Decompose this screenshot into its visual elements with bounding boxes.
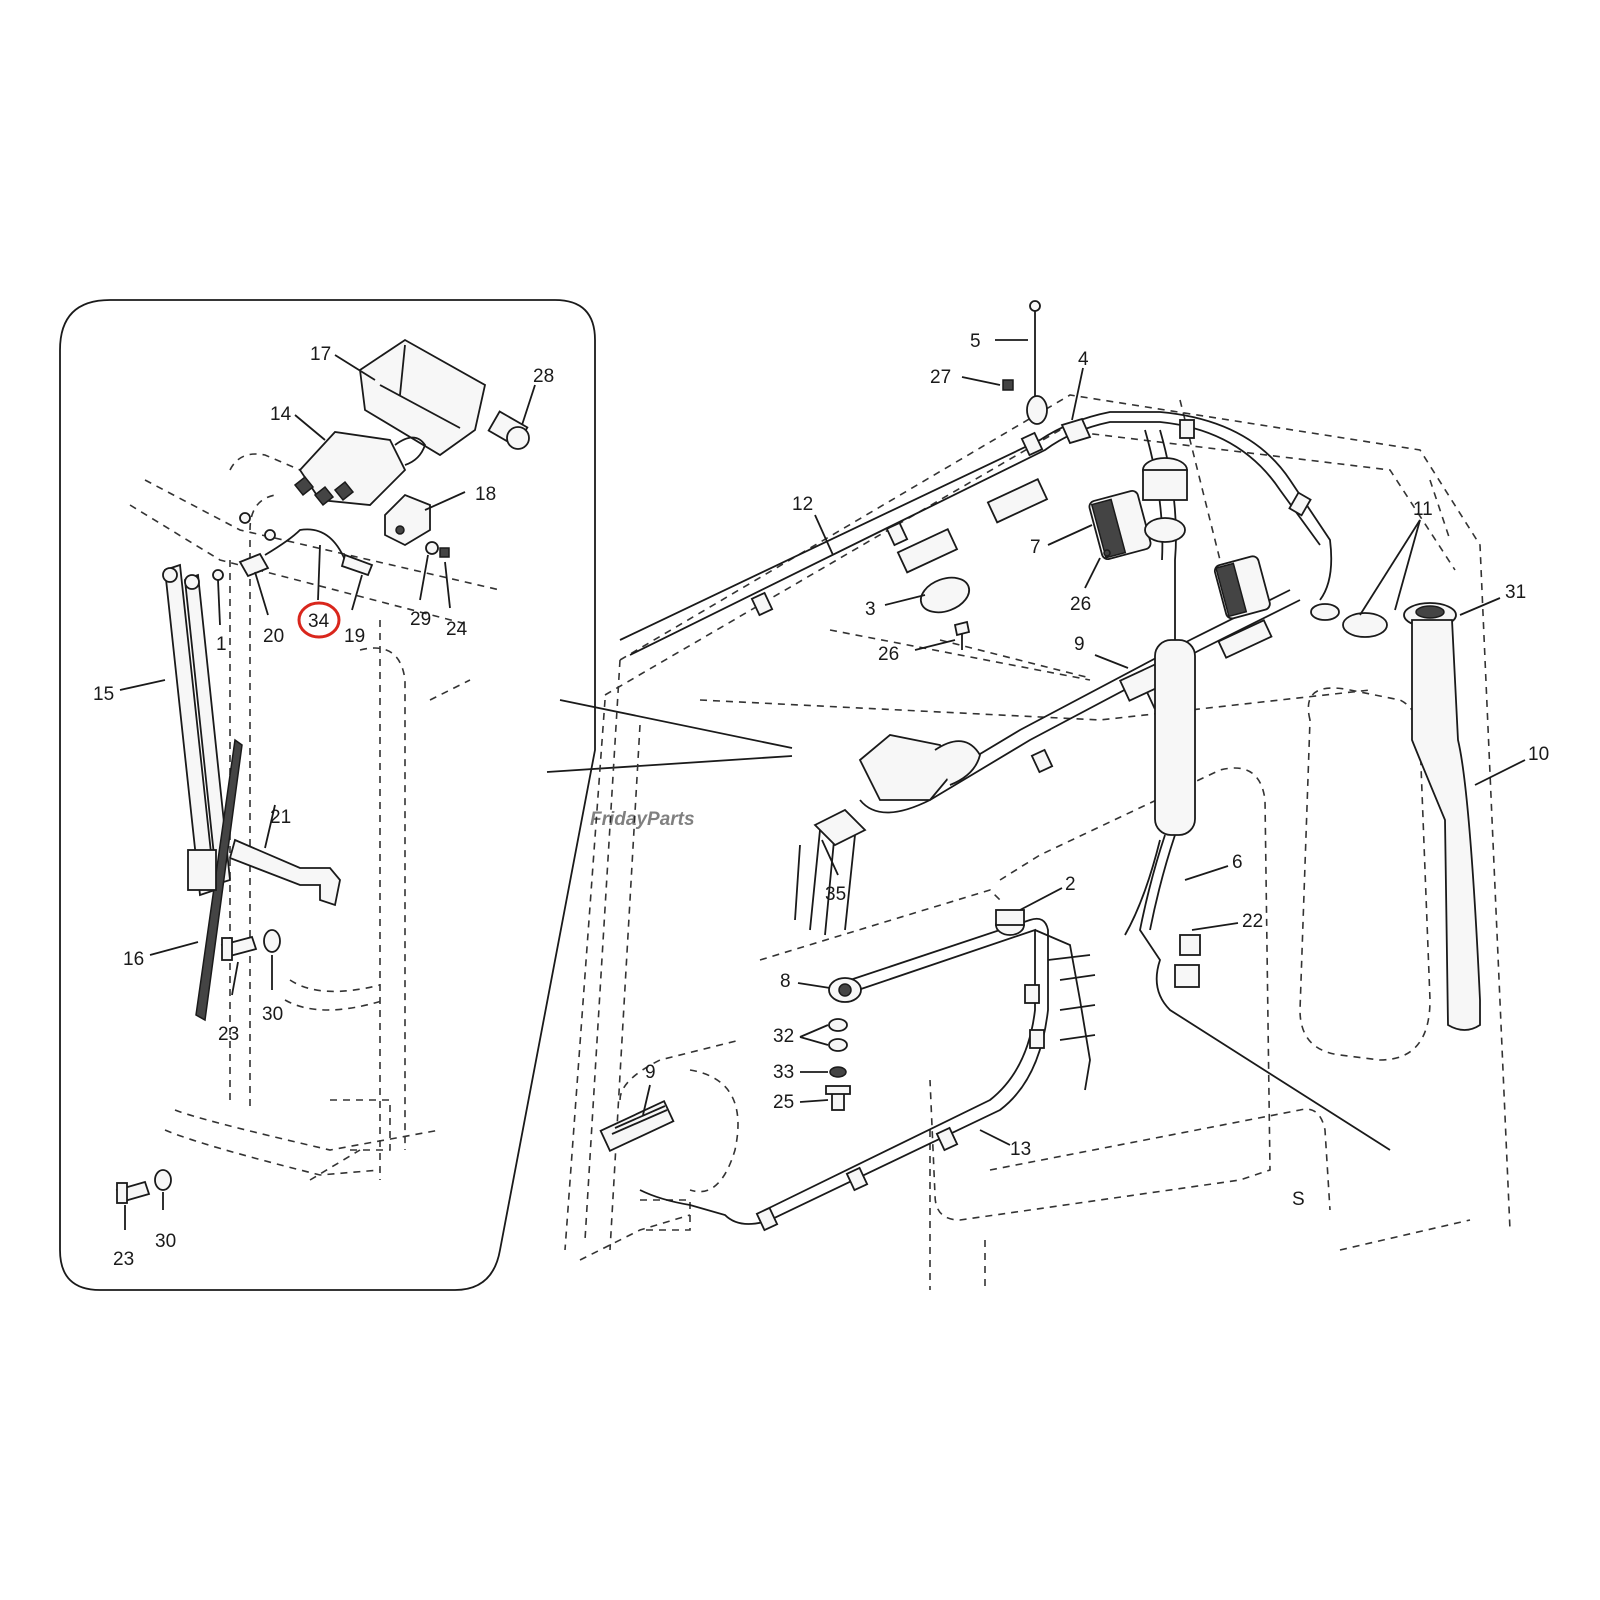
label-32: 32 (773, 1026, 794, 1047)
speaker-part-7 (896, 457, 1273, 659)
label-28: 28 (533, 366, 554, 387)
inset-panel (59, 299, 596, 1291)
label-15: 15 (93, 684, 114, 705)
callout-lines (546, 699, 793, 773)
label-1: 1 (216, 634, 227, 655)
highlight-ring (297, 601, 341, 639)
bracket-part-21 (228, 838, 341, 907)
label-31: 31 (1505, 582, 1526, 603)
label-7: 7 (1030, 537, 1041, 558)
label-5: 5 (970, 331, 981, 352)
label-23a: 23 (218, 1024, 239, 1045)
label-13: 13 (1010, 1139, 1031, 1160)
label-8: 8 (780, 971, 791, 992)
bolt-part-28 (487, 410, 530, 450)
label-26b: 26 (878, 644, 899, 665)
connector-part-4 (1060, 417, 1092, 445)
label-10: 10 (1528, 744, 1549, 765)
wiring-harness (619, 411, 1391, 1225)
inset-cab-frame (129, 453, 501, 1181)
label-29: 29 (410, 609, 431, 630)
label-34: 34 (308, 611, 330, 632)
label-26a: 26 (1070, 594, 1091, 615)
duct-part-10 (1411, 619, 1481, 1031)
main-part-labels: 5 27 4 12 7 26 3 26 9 11 31 10 6 2 22 35… (645, 331, 1549, 1210)
label-33: 33 (773, 1062, 794, 1083)
cable-part-6 (1154, 639, 1201, 988)
label-9b: 9 (645, 1062, 656, 1083)
label-12: 12 (792, 494, 813, 515)
linkage-parts-20-34-19 (212, 528, 374, 581)
label-17: 17 (310, 344, 331, 365)
label-35: 35 (825, 884, 846, 905)
label-30b: 30 (155, 1231, 176, 1252)
wiper-motor-part-14 (239, 431, 426, 541)
label-16: 16 (123, 949, 144, 970)
wiper-arm-part-15 (162, 563, 231, 897)
fastener-parts-2-8-32-33-25 (825, 909, 1025, 1111)
label-6: 6 (1232, 852, 1243, 873)
label-24: 24 (446, 619, 468, 640)
label-23b: 23 (113, 1249, 134, 1270)
wiper-assembly-part-35 (794, 734, 981, 936)
label-30a: 30 (262, 1004, 283, 1025)
label-18: 18 (475, 484, 496, 505)
label-27: 27 (930, 367, 951, 388)
bolt-parts-23-30 (115, 929, 281, 1204)
cover-part-17 (359, 338, 487, 457)
label-19: 19 (344, 626, 365, 647)
cover-part-3 (919, 549, 1111, 650)
label-9a: 9 (1074, 634, 1085, 655)
main-leaders (642, 339, 1526, 1146)
label-11: 11 (1413, 499, 1433, 520)
connector-part-18 (384, 493, 431, 547)
label-2: 2 (1065, 874, 1076, 895)
label-22: 22 (1242, 911, 1263, 932)
label-14: 14 (270, 404, 292, 425)
lamp-part-9 (599, 654, 1186, 1152)
label-3: 3 (865, 599, 876, 620)
wiper-blade-part-16 (187, 738, 243, 1022)
label-S: S (1292, 1189, 1305, 1210)
label-21: 21 (270, 807, 291, 828)
label-25: 25 (773, 1092, 794, 1113)
washers-parts-29-24 (425, 541, 450, 558)
label-4: 4 (1078, 349, 1089, 370)
inset-part-labels: 17 28 14 18 1 20 34 19 29 24 15 21 16 23… (93, 344, 554, 1270)
antenna-part-5 (1002, 300, 1048, 425)
label-20: 20 (263, 626, 284, 647)
fridayparts-watermark: FridayParts (590, 809, 695, 830)
inset-leaders (119, 354, 536, 1230)
main-cab-frame (564, 394, 1511, 1290)
